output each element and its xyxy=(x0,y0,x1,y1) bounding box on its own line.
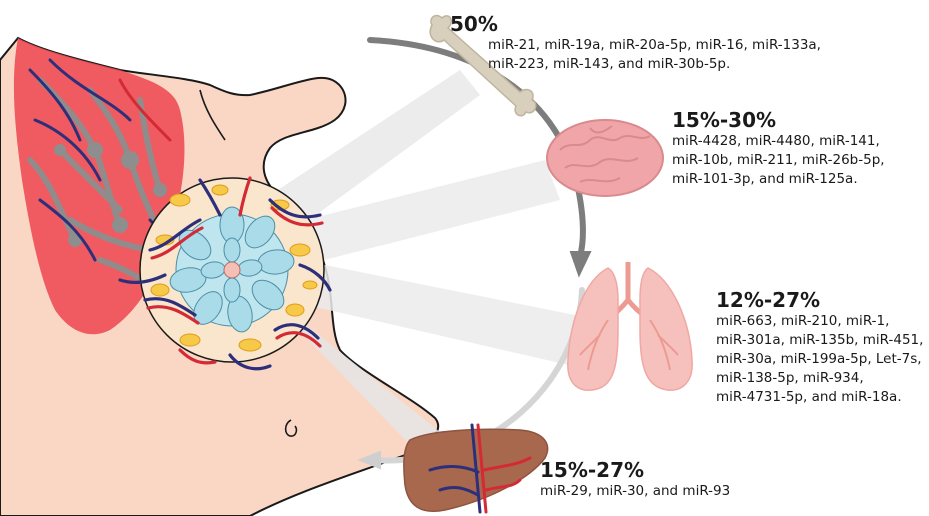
lung-mirna-line: miR-663, miR-210, miR-1, xyxy=(716,312,923,331)
liver-mirna-line: miR-29, miR-30, and miR-93 xyxy=(540,482,730,501)
bone-mirna-list: miR-21, miR-19a, miR-20a-5p, miR-16, miR… xyxy=(488,36,821,74)
brain-label: 15%-30% miR-4428, miR-4480, miR-141, miR… xyxy=(672,108,885,189)
bone-percent: 50% xyxy=(450,12,821,36)
bone-label: 50% miR-21, miR-19a, miR-20a-5p, miR-16,… xyxy=(450,12,821,74)
liver-label: 15%-27% miR-29, miR-30, and miR-93 xyxy=(540,458,730,501)
brain-mirna-line: miR-101-3p, and miR-125a. xyxy=(672,170,885,189)
lung-mirna-line: miR-301a, miR-135b, miR-451, xyxy=(716,331,923,350)
bone-mirna-line: miR-223, miR-143, and miR-30b-5p. xyxy=(488,55,821,74)
lung-label: 12%-27% miR-663, miR-210, miR-1, miR-301… xyxy=(716,288,923,407)
lung-mirna-line: miR-4731-5p, and miR-18a. xyxy=(716,388,923,407)
lung-mirna-list: miR-663, miR-210, miR-1, miR-301a, miR-1… xyxy=(716,312,923,407)
liver-icon xyxy=(404,425,548,512)
brain-icon xyxy=(547,120,663,196)
liver-percent: 15%-27% xyxy=(540,458,730,482)
bone-mirna-line: miR-21, miR-19a, miR-20a-5p, miR-16, miR… xyxy=(488,36,821,55)
brain-mirna-list: miR-4428, miR-4480, miR-141, miR-10b, mi… xyxy=(672,132,885,189)
brain-mirna-line: miR-10b, miR-211, miR-26b-5p, xyxy=(672,151,885,170)
liver-mirna-list: miR-29, miR-30, and miR-93 xyxy=(540,482,730,501)
lung-mirna-line: miR-30a, miR-199a-5p, Let-7s, xyxy=(716,350,923,369)
lung-percent: 12%-27% xyxy=(716,288,923,312)
lung-mirna-line: miR-138-5p, miR-934, xyxy=(716,369,923,388)
brain-mirna-line: miR-4428, miR-4480, miR-141, xyxy=(672,132,885,151)
brain-percent: 15%-30% xyxy=(672,108,885,132)
lung-icon xyxy=(568,262,692,390)
